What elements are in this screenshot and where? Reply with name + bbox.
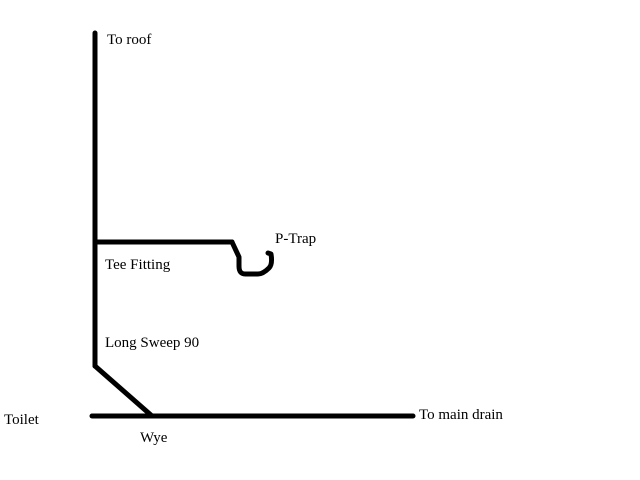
to-roof-label: To roof bbox=[107, 32, 152, 48]
p-trap-label: P-Trap bbox=[275, 231, 317, 247]
toilet-label: Toilet bbox=[4, 412, 39, 428]
tee-fitting-label: Tee Fitting bbox=[105, 257, 171, 273]
wye-label: Wye bbox=[140, 430, 168, 446]
long-sweep-90-label: Long Sweep 90 bbox=[105, 335, 200, 351]
long-sweep-90-pipe bbox=[92, 363, 155, 419]
p-trap-pipe bbox=[229, 239, 275, 277]
to-main-drain-label: To main drain bbox=[419, 407, 503, 423]
